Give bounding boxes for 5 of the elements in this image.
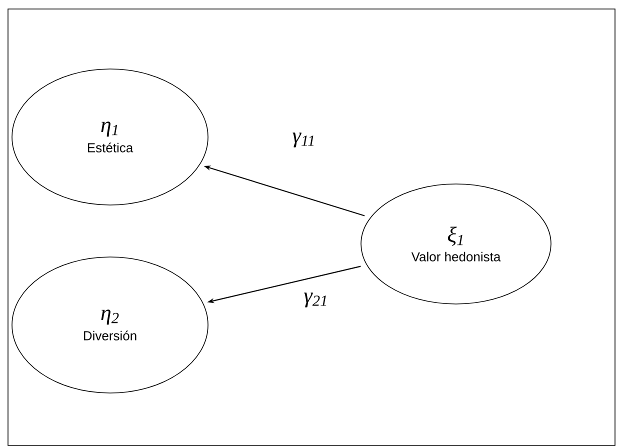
edge-label: γ$_{11}$ bbox=[291, 132, 317, 148]
ellipse-node: ξ$_{1}$ Valor hedonista bbox=[360, 184, 552, 304]
ellipse-node: η$_{2}$ Diversión bbox=[12, 256, 208, 394]
edge-label: γ$_{21}$ bbox=[302, 292, 330, 308]
ellipse-node: η$_{1}$ Estética bbox=[12, 68, 208, 206]
